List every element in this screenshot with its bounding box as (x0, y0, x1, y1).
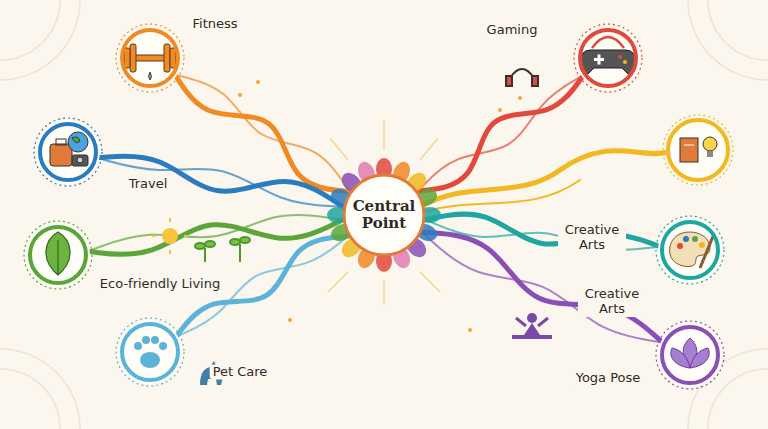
gamepad-icon (580, 37, 636, 74)
lotus-icon (671, 338, 709, 368)
node-outline (122, 324, 178, 380)
headphones-icon (506, 69, 538, 86)
topic-label: Yoga Pose (573, 371, 644, 386)
sparkles (238, 80, 522, 332)
node-dots (574, 24, 642, 92)
topic-label: Creative Arts (558, 223, 626, 253)
node-ring (660, 220, 720, 280)
branch-strand (422, 232, 663, 342)
node-ring (38, 122, 98, 182)
sprout-icon (195, 237, 250, 262)
node-ring (120, 322, 180, 382)
node-ring (578, 28, 638, 88)
topic-label: Pet Care (210, 365, 271, 380)
node-ring (28, 225, 88, 285)
topic-node: Yoga Pose (660, 325, 720, 385)
topic-node: Travel (38, 122, 98, 182)
topic-node: Creative Arts (660, 220, 720, 280)
node-dots (116, 24, 184, 92)
branch-connector (418, 75, 583, 191)
node-dots (34, 118, 102, 186)
topic-label: Eco-friendly Living (97, 277, 223, 292)
node-ring (120, 28, 180, 88)
book-bulb-icon (680, 137, 717, 162)
branch-connector (175, 75, 349, 192)
node-outline (662, 222, 718, 278)
palette-icon (670, 232, 714, 268)
node-outline (30, 227, 86, 283)
paw-icon (134, 336, 167, 368)
node-outline (40, 124, 96, 180)
dumbbell-icon (124, 44, 176, 80)
central-label: Central Point (346, 198, 422, 233)
center-flower (327, 158, 441, 272)
topic-ring (668, 120, 728, 180)
topic-label: Gaming (484, 23, 541, 38)
node-ring (660, 325, 720, 385)
node-outline (580, 30, 636, 86)
node-outline (122, 30, 178, 86)
travel-icon (50, 132, 88, 166)
node-dots (656, 321, 724, 389)
branch-connector (97, 156, 342, 207)
topic-label: Travel (126, 177, 171, 192)
node-outline (662, 327, 718, 383)
topic-label: Fitness (189, 17, 240, 32)
topic-node: Fitness (120, 28, 180, 88)
topic-label: Creative Arts (578, 287, 646, 317)
central-node: Central Point (342, 173, 426, 257)
branch-connector (422, 232, 663, 342)
node-dots (24, 221, 92, 289)
branch-strand (418, 75, 583, 191)
topic-node: Gaming (578, 28, 638, 88)
center-disc (344, 175, 424, 255)
node-dots (656, 216, 724, 284)
topic-node: Pet Care (120, 322, 180, 382)
yoga-figure-icon (512, 313, 552, 339)
node-dots (116, 318, 184, 386)
node-outline (344, 175, 424, 255)
branch-strand (175, 75, 349, 192)
topic-node: Eco-friendly Living (28, 225, 88, 285)
sun-icon (152, 218, 188, 254)
leaf-icon (46, 232, 70, 275)
